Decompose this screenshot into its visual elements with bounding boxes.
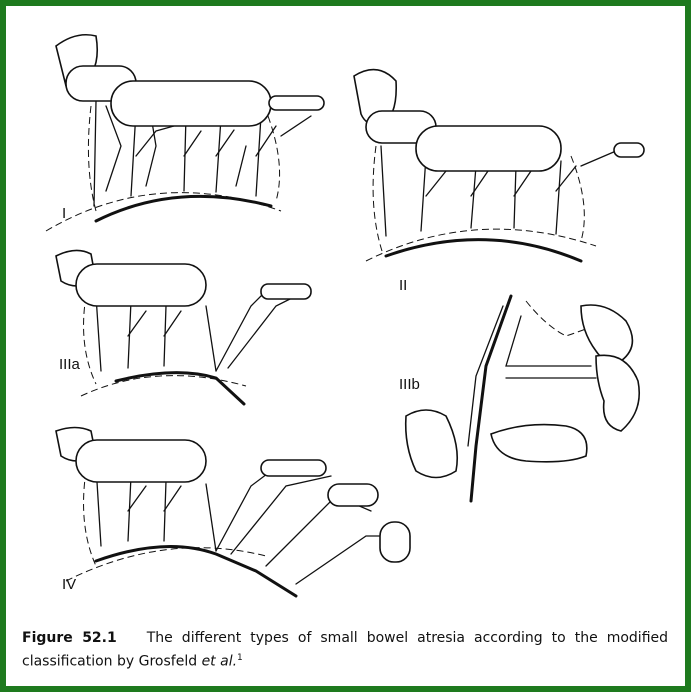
figure-caption-label: Figure 52.1 [22,630,117,646]
figure-caption-etal: et al. [202,654,237,670]
panel-type-II: II [354,70,644,294]
atresia-illustration: I II IIIa [6,6,685,616]
panel-label-I: I [62,205,66,222]
panel-label-IV: IV [62,576,76,593]
panel-type-IIIb: IIIb [399,296,639,501]
panel-type-IIIa: IIIa [56,250,311,404]
panel-type-IV: IV [56,428,410,597]
figure-caption-text: The different types of small bowel atres… [22,630,668,670]
panel-label-II: II [399,277,407,294]
panel-type-I: I [46,35,324,231]
figure-caption-ref: 1 [237,653,243,663]
panel-label-IIIb: IIIb [399,376,420,393]
panel-label-IIIa: IIIa [59,356,81,373]
